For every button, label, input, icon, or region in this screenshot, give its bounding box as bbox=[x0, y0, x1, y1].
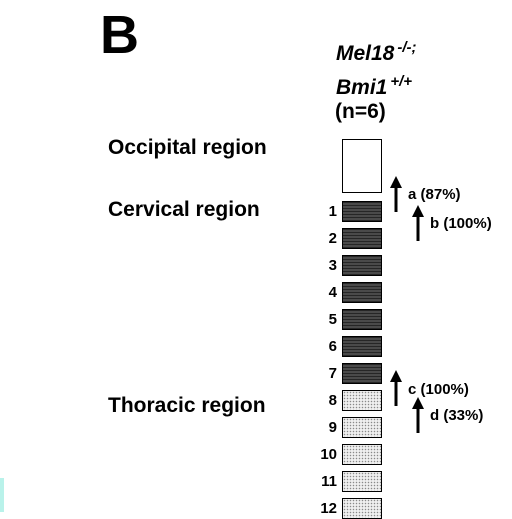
vertebra-box-cervical bbox=[342, 363, 382, 384]
vertebra-number: 10 bbox=[320, 446, 337, 463]
genotype-gene-bmi1: Bmi1 bbox=[336, 76, 388, 99]
region-label-thoracic: Thoracic region bbox=[108, 394, 266, 417]
vertebra-number: 8 bbox=[328, 392, 337, 409]
transformation-label-b: b (100%) bbox=[430, 215, 492, 232]
vertebra-box-cervical bbox=[342, 336, 382, 357]
vertebra-box-cervical bbox=[342, 255, 382, 276]
vertebra-box-thoracic bbox=[342, 390, 382, 411]
vertebra-box-cervical bbox=[342, 309, 382, 330]
vertebra-number: 1 bbox=[328, 203, 337, 220]
vertebra-number: 4 bbox=[328, 284, 337, 301]
vertebra-box-thoracic bbox=[342, 444, 382, 465]
transformation-label-a: a (87%) bbox=[408, 186, 461, 203]
arrow-up-icon bbox=[390, 370, 402, 406]
panel-label: B bbox=[100, 5, 139, 65]
vertebra-number: 2 bbox=[328, 230, 337, 247]
vertebra-box-thoracic bbox=[342, 417, 382, 438]
genotype-mel18-allele: -/-; bbox=[397, 39, 417, 56]
region-label-occipital: Occipital region bbox=[108, 136, 267, 159]
vertebra-number: 5 bbox=[328, 311, 337, 328]
vertebra-number: 7 bbox=[328, 365, 337, 382]
vertebra-number: 6 bbox=[328, 338, 337, 355]
transformation-label-c: c (100%) bbox=[408, 381, 469, 398]
vertebra-box-cervical bbox=[342, 228, 382, 249]
region-label-cervical: Cervical region bbox=[108, 198, 260, 221]
vertebra-box-thoracic bbox=[342, 471, 382, 492]
genotype-gene-mel18: Mel18 bbox=[336, 42, 395, 65]
vertebra-number: 3 bbox=[328, 257, 337, 274]
vertebra-number: 11 bbox=[321, 473, 337, 490]
occipital-box bbox=[342, 139, 382, 193]
vertebra-box-cervical bbox=[342, 282, 382, 303]
vertebra-number: 9 bbox=[328, 419, 337, 436]
arrow-up-icon bbox=[412, 205, 424, 241]
genotype-line-2: Bmi1+/+ bbox=[336, 74, 412, 98]
arrow-up-icon bbox=[390, 176, 402, 212]
sample-count: (n=6) bbox=[335, 100, 386, 123]
transformation-label-d: d (33%) bbox=[430, 407, 484, 424]
vertebra-number: 12 bbox=[320, 500, 337, 517]
arrow-up-icon bbox=[412, 397, 424, 433]
vertebra-box-cervical bbox=[342, 201, 382, 222]
vertebra-box-thoracic bbox=[342, 498, 382, 519]
genotype-line-1: Mel18-/-; bbox=[336, 40, 417, 64]
edge-mark bbox=[0, 478, 4, 512]
genotype-bmi1-allele: +/+ bbox=[390, 73, 413, 90]
